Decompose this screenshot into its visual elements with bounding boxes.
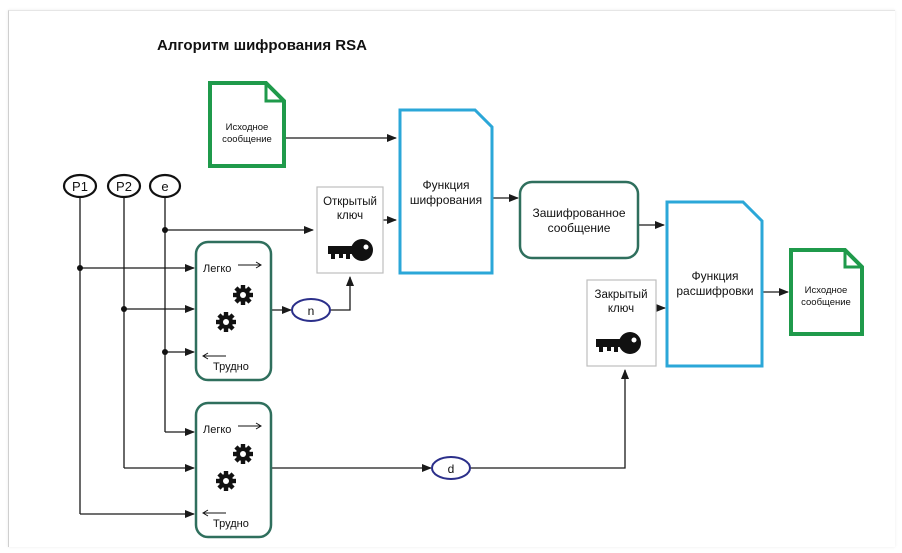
- private-key-line1: Закрытый: [595, 289, 648, 301]
- decrypt-function-line2: расшифровки: [676, 284, 753, 298]
- input-p2: P2: [106, 173, 142, 199]
- gear-icon: [233, 285, 253, 305]
- value-d-oval: d: [431, 456, 471, 480]
- source-doc-top-line2: сообщение: [222, 134, 272, 145]
- gear-box-bottom: Легко Трудно: [194, 401, 273, 539]
- connectors: [79, 134, 789, 518]
- gear-box-top: Легко Трудно: [194, 240, 273, 382]
- source-doc-bottom-line1: Исходное: [805, 285, 848, 296]
- decrypt-function-line1: Функция: [691, 269, 738, 283]
- input-p1: P1: [62, 173, 98, 199]
- source-document-top: Исходное сообщение: [208, 81, 286, 168]
- source-doc-top-line1: Исходное: [226, 122, 269, 133]
- source-doc-bottom-line2: сообщение: [801, 297, 851, 308]
- diagram-title: Алгоритм шифрования RSA: [157, 37, 367, 54]
- value-n-label: n: [308, 304, 315, 318]
- encrypted-message-line2: сообщение: [548, 221, 611, 235]
- junction-dots: [77, 227, 168, 355]
- input-e-label: e: [161, 179, 168, 194]
- public-key-line2: ключ: [337, 210, 363, 222]
- value-d-label: d: [448, 462, 455, 476]
- private-key-line2: ключ: [608, 303, 634, 315]
- decryption-function: Функция расшифровки: [665, 200, 764, 368]
- encrypt-function-line2: шифрования: [410, 193, 482, 207]
- value-n-oval: n: [291, 298, 331, 322]
- gear-icon: [216, 312, 236, 332]
- encrypt-function-line1: Функция: [422, 178, 469, 192]
- input-p2-label: P2: [116, 179, 132, 194]
- public-key-line1: Открытый: [323, 196, 377, 208]
- encrypted-message-box: Зашифрованное сообщение: [518, 180, 640, 260]
- encryption-function: Функция шифрования: [398, 108, 494, 275]
- gear-icon: [233, 444, 253, 464]
- encrypted-message-line1: Зашифрованное: [533, 206, 626, 220]
- gear-icon: [216, 471, 236, 491]
- gear-box-top-easy: Легко: [203, 263, 231, 275]
- source-document-bottom: Исходное сообщение: [789, 248, 864, 336]
- gear-box-bottom-easy: Легко: [203, 424, 231, 436]
- input-e: e: [148, 173, 182, 199]
- gear-box-top-hard: Трудно: [213, 361, 249, 373]
- gear-box-bottom-hard: Трудно: [213, 518, 249, 530]
- input-p1-label: P1: [72, 179, 88, 194]
- public-key-box: Открытый ключ: [316, 186, 384, 274]
- private-key-box: Закрытый ключ: [586, 279, 657, 367]
